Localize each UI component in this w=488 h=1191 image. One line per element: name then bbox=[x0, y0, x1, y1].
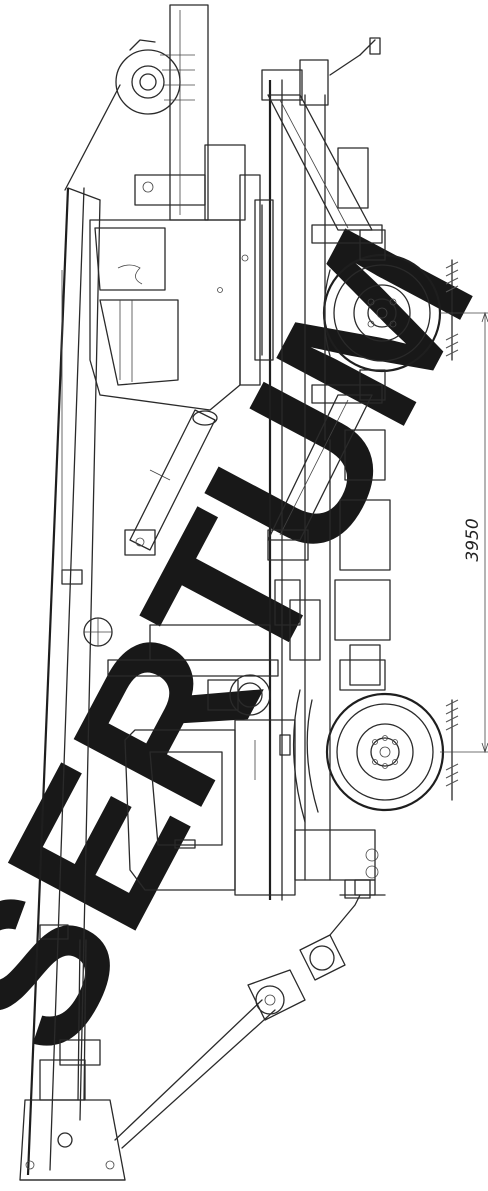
rear-outrigger bbox=[267, 94, 383, 244]
rear-ground-hatch bbox=[445, 261, 459, 357]
front-wheel bbox=[292, 689, 445, 823]
engine-housing bbox=[207, 579, 386, 716]
watermark: SERTUM bbox=[0, 195, 488, 1088]
telescopic-boom bbox=[26, 187, 101, 1176]
wheelbase-label: 3950 bbox=[463, 518, 483, 561]
hook-block bbox=[247, 879, 371, 1021]
wheelbase-dimension: 3950 bbox=[440, 311, 488, 754]
counterweight bbox=[134, 4, 246, 221]
driver-cab bbox=[124, 719, 376, 896]
operator-cabin-upper bbox=[89, 219, 249, 426]
boom-lift-cylinder bbox=[124, 409, 216, 556]
cab-bumper bbox=[339, 848, 386, 896]
chassis-frame bbox=[261, 37, 391, 901]
watermark-text: SERTUM bbox=[0, 195, 488, 1088]
hoist-rope bbox=[114, 999, 276, 1149]
boom-rest bbox=[83, 617, 279, 677]
front-ground-hatch bbox=[445, 699, 459, 787]
hoist-winch bbox=[64, 39, 195, 191]
front-outrigger bbox=[267, 384, 383, 561]
boom-head bbox=[19, 1039, 126, 1181]
